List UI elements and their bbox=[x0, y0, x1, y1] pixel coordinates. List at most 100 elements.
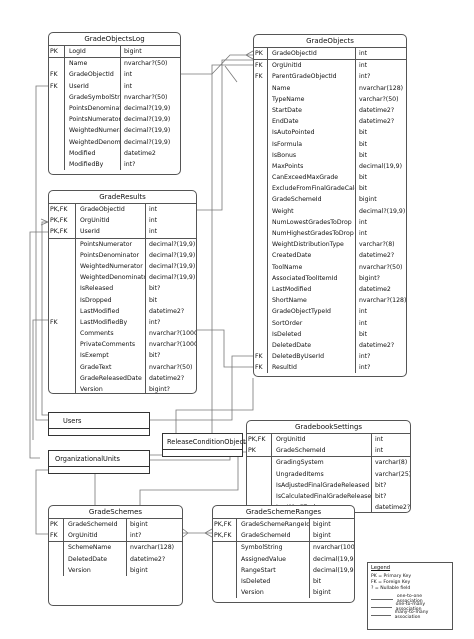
one-to-many-symbol bbox=[371, 606, 392, 608]
field-type: nvarchar(128) bbox=[359, 84, 404, 92]
field-type: bigint bbox=[130, 521, 148, 528]
field-name: CanExceedMaxGrade bbox=[268, 172, 356, 184]
field-key bbox=[213, 575, 237, 588]
field-type: int? bbox=[359, 73, 371, 81]
field-name: GradingSystem bbox=[272, 457, 372, 469]
field-name: PointsNumerator bbox=[76, 238, 146, 250]
field-name: ShortName bbox=[268, 295, 356, 307]
field-type: bit? bbox=[149, 352, 161, 360]
field-type: int? bbox=[149, 318, 161, 326]
field-type: bit bbox=[359, 330, 368, 338]
field-name: CreatedDate bbox=[268, 250, 356, 262]
field-name: Name bbox=[65, 58, 121, 70]
field-type: bit bbox=[313, 577, 322, 585]
field-key: FK bbox=[254, 362, 268, 374]
field-type: decimal(19,9) bbox=[359, 162, 402, 170]
field-name: GradeObjectId bbox=[268, 48, 356, 60]
field-key: FK bbox=[49, 530, 64, 542]
field-name: Comments bbox=[76, 328, 146, 340]
field-type: int bbox=[375, 447, 384, 455]
field-name: PrivateComments bbox=[76, 339, 146, 351]
field-key bbox=[254, 93, 268, 105]
field-key bbox=[247, 468, 272, 480]
field-type: datetime2? bbox=[130, 555, 166, 563]
field-key bbox=[213, 564, 237, 576]
field-key bbox=[254, 317, 268, 329]
field-key: PK,FK bbox=[247, 434, 272, 446]
field-name: GradeSchemeRangeId bbox=[237, 519, 310, 531]
field-name: DeletedByUserId bbox=[268, 351, 356, 363]
field-type: int bbox=[359, 319, 368, 327]
field-name: PointsNumerator bbox=[65, 114, 121, 126]
field-name: OrgUnitId bbox=[268, 60, 356, 72]
entity-organizational-units[interactable]: OrganizationalUnits bbox=[48, 450, 150, 474]
field-name: GradeSchemeId bbox=[268, 194, 356, 206]
field-type: bigint bbox=[313, 532, 331, 540]
field-type: decimal(19,9) bbox=[313, 555, 354, 563]
entity-users[interactable]: Users bbox=[48, 412, 150, 436]
field-key bbox=[49, 328, 76, 340]
field-name: EndDate bbox=[268, 116, 356, 128]
field-key bbox=[49, 542, 64, 554]
field-name: Version bbox=[237, 587, 310, 599]
field-name: Modified bbox=[65, 147, 121, 159]
field-name: StartDate bbox=[268, 104, 356, 117]
field-key: PK,FK bbox=[49, 226, 76, 238]
field-name: WeightedDenominator bbox=[76, 272, 146, 284]
field-key bbox=[254, 104, 268, 117]
field-name: SchemeName bbox=[64, 542, 127, 554]
entity-release-condition-objects[interactable]: ReleaseConditionObjects bbox=[162, 433, 249, 457]
field-name: GradeReleasedDate bbox=[76, 372, 146, 384]
legend-title: Legend bbox=[371, 565, 391, 571]
field-name: UngradedItems bbox=[272, 468, 372, 480]
field-type: varchar?(50) bbox=[359, 95, 399, 103]
field-type: decimal?(19,9) bbox=[124, 116, 171, 124]
field-name: AssociatedToolItemId bbox=[268, 272, 356, 284]
field-name: IsBonus bbox=[268, 149, 356, 161]
field-type: bigint? bbox=[359, 274, 380, 282]
field-key bbox=[247, 490, 272, 503]
field-key bbox=[49, 564, 64, 576]
field-key bbox=[49, 125, 65, 137]
field-key bbox=[49, 102, 65, 115]
field-key bbox=[49, 372, 76, 384]
legend-pk: PK = Primary Key bbox=[371, 574, 412, 579]
field-type: decimal?(19,9) bbox=[124, 104, 171, 112]
field-name: Version bbox=[76, 384, 146, 393]
field-type: decimal?(19,9) bbox=[149, 251, 196, 259]
field-key bbox=[49, 260, 76, 273]
field-type: int bbox=[359, 50, 368, 57]
field-name: WeightedDenominator bbox=[65, 136, 121, 148]
field-type: nvarchar?(50) bbox=[124, 60, 168, 68]
field-name: IsDropped bbox=[76, 294, 146, 306]
field-name: NumHighestGradesToDrop bbox=[268, 228, 356, 240]
field-key: PK bbox=[247, 445, 272, 457]
field-key bbox=[49, 350, 76, 362]
field-key: FK bbox=[254, 351, 268, 363]
